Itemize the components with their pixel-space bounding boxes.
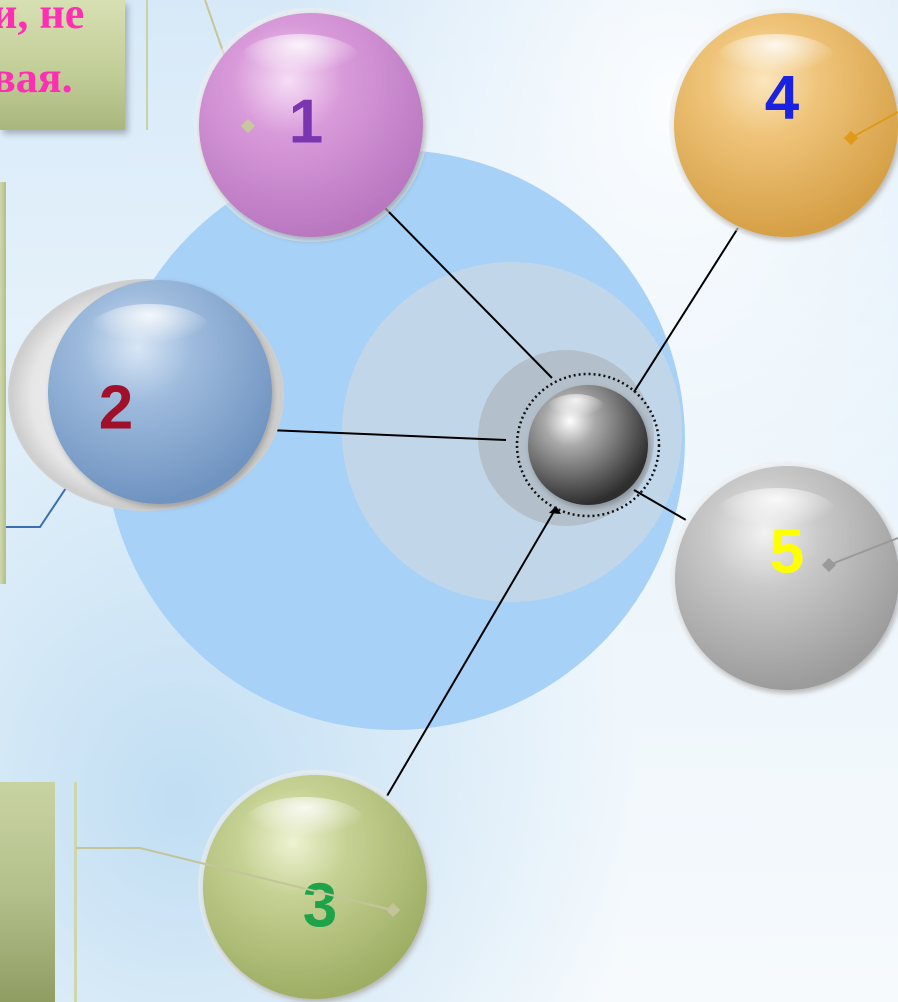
text-panel-middle (0, 182, 6, 584)
core-dotted-ring (515, 372, 661, 518)
node-3-gloss (243, 797, 367, 853)
connector-4 (633, 227, 739, 393)
pointer-line-5 (828, 537, 898, 566)
caption-line-1: и, не (0, 0, 85, 38)
node-3-label: 3 (303, 871, 337, 940)
pointer-marker-3 (385, 902, 401, 918)
panel-divider-bottom (74, 782, 77, 1002)
node-1-label: 1 (289, 87, 323, 156)
connector-3-arrowhead (549, 506, 561, 514)
connector-2 (267, 429, 507, 441)
connector-1 (384, 207, 553, 379)
node-5-label: 5 (770, 517, 804, 586)
pointer-line-3 (76, 847, 393, 911)
node-4-gloss (714, 34, 838, 90)
caption-line-2: вая. (0, 53, 73, 102)
node-1-gloss (238, 34, 362, 90)
connector-5 (633, 489, 687, 521)
connector-3 (386, 507, 557, 797)
core-gloss (546, 394, 606, 426)
pointer-marker-5 (821, 557, 837, 573)
pointer-line-4 (850, 111, 898, 139)
node-2-gloss (88, 304, 212, 360)
text-panel-bottom (0, 782, 55, 1002)
node-2-label: 2 (99, 373, 133, 442)
pointer-marker-4 (843, 130, 859, 146)
panel-divider-top (146, 0, 148, 130)
node-4-label: 4 (765, 63, 800, 132)
node-5-gloss (715, 488, 839, 544)
text-panel-top: и, не вая. (0, 0, 125, 130)
